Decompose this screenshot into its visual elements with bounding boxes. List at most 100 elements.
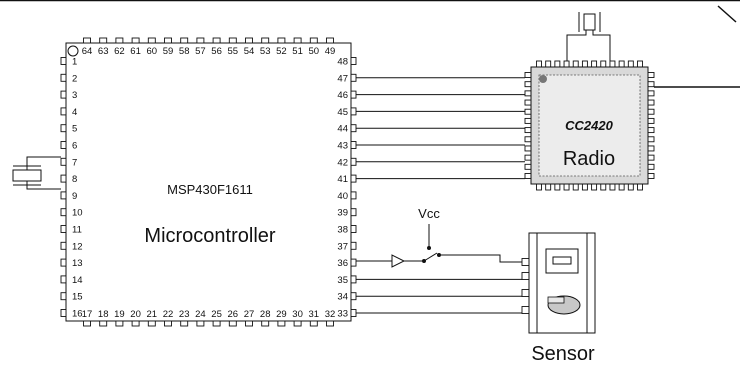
- sensor-pin: [521, 289, 530, 297]
- mcu-pin-number: 57: [195, 46, 206, 57]
- mcu-pin: [309, 320, 318, 327]
- mcu-pin: [60, 107, 67, 116]
- mcu-pin-number: 33: [337, 309, 348, 320]
- radio-pin: [627, 60, 634, 68]
- mcu-pin: [350, 309, 357, 317]
- mcu-pin-number: 63: [98, 46, 109, 57]
- mcu-pin: [115, 320, 124, 327]
- radio-pin: [545, 60, 552, 68]
- radio-pin: [572, 183, 579, 191]
- mcu-pin-number: 12: [72, 241, 83, 252]
- mcu-pin: [131, 37, 140, 44]
- mcu-pin: [131, 320, 140, 327]
- mcu-sensor-bus: [356, 258, 530, 314]
- mcu-pin: [261, 320, 270, 327]
- mcu-pin: [309, 37, 318, 44]
- mcu-pin: [326, 320, 334, 327]
- radio-pin: [524, 163, 532, 170]
- mcu-pin-number: 15: [72, 292, 83, 303]
- radio-pin: [647, 127, 655, 134]
- mcu-pin: [350, 241, 357, 250]
- radio-pin: [524, 117, 532, 124]
- mcu-pin-number: 26: [228, 309, 239, 320]
- mcu-pin-number: 41: [337, 174, 348, 185]
- mcu-pin-number: 9: [72, 191, 77, 202]
- mcu-pin-number: 49: [325, 46, 336, 57]
- mcu-pin: [60, 157, 67, 166]
- mcu-pin-number: 19: [114, 309, 125, 320]
- radio-pin: [647, 81, 655, 88]
- mcu-crystal: [12, 156, 61, 190]
- mcu-pin: [350, 191, 357, 200]
- radio-pin: [536, 60, 542, 68]
- mcu-pin: [60, 208, 67, 217]
- microcontroller-body: [65, 42, 352, 322]
- radio-pin: [600, 183, 607, 191]
- mcu-pin-number: 45: [337, 107, 348, 118]
- mcu-pin: [60, 57, 67, 65]
- mcu-pin-number: 14: [72, 275, 83, 286]
- mcu-pin: [147, 320, 156, 327]
- corner-antenna-stub: [717, 5, 737, 23]
- mcu-pin-number: 11: [72, 225, 82, 236]
- radio-pin: [524, 173, 532, 179]
- radio-pin: [581, 183, 588, 191]
- mcu-pin-number: 43: [337, 141, 348, 152]
- radio-pin: [563, 183, 570, 191]
- mcu-pin-number: 48: [337, 57, 348, 68]
- radio-pin: [647, 99, 655, 106]
- mcu-pin-number: 20: [130, 309, 141, 320]
- mcu-pin: [115, 37, 124, 44]
- vcc-label: Vcc: [418, 206, 440, 221]
- radio-pin: [536, 183, 542, 191]
- buffer-symbol: [391, 254, 406, 268]
- radio-pin: [600, 60, 607, 68]
- mcu-pin: [228, 320, 237, 327]
- mcu-pin-number: 59: [163, 46, 174, 57]
- radio-pin: [524, 99, 532, 106]
- sensor-pin: [521, 272, 530, 280]
- mcu-pin: [83, 37, 91, 44]
- mcu-pin-number: 4: [72, 107, 77, 118]
- radio-pin: [647, 72, 655, 78]
- mcu-pin-number: 55: [228, 46, 239, 57]
- mcu-pin: [277, 37, 286, 44]
- mcu-pin: [350, 258, 357, 267]
- mcu-pin-number: 54: [244, 46, 255, 57]
- mcu-pin-number: 62: [114, 46, 125, 57]
- radio-pin: [524, 108, 532, 115]
- mcu-pin-number: 16: [72, 309, 83, 320]
- radio-pin: [618, 60, 625, 68]
- radio-crystal: [566, 12, 611, 61]
- mcu-pin: [350, 124, 357, 133]
- radio-pin: [647, 108, 655, 115]
- mcu-pin: [326, 37, 334, 44]
- mcu-pin-number: 47: [337, 73, 348, 84]
- radio-pin: [524, 81, 532, 88]
- mcu-pin-number: 50: [309, 46, 320, 57]
- mcu-pin-number: 25: [211, 309, 222, 320]
- mcu-pin: [60, 309, 67, 317]
- mcu-pin: [60, 90, 67, 99]
- mcu-pin: [293, 37, 302, 44]
- mcu-pin: [164, 320, 172, 327]
- radio-pin: [554, 183, 561, 191]
- mcu-pin: [180, 320, 189, 327]
- radio-pin: [647, 173, 655, 179]
- radio-pin: [637, 60, 643, 68]
- mcu-pin-number: 22: [163, 309, 174, 320]
- mcu-pin: [350, 292, 357, 301]
- mcu-pin: [350, 208, 357, 217]
- mcu-pin-number: 21: [147, 309, 158, 320]
- radio-pin: [563, 60, 570, 68]
- mcu-pin-number: 38: [337, 225, 348, 236]
- radio-pin: [524, 145, 532, 152]
- mcu-pin: [196, 320, 205, 327]
- mcu-pin-number: 46: [337, 90, 348, 101]
- mcu-pin: [350, 107, 357, 116]
- mcu-pin-number: 56: [211, 46, 222, 57]
- radio-pin: [524, 90, 532, 97]
- mcu-pin-number: 17: [82, 309, 93, 320]
